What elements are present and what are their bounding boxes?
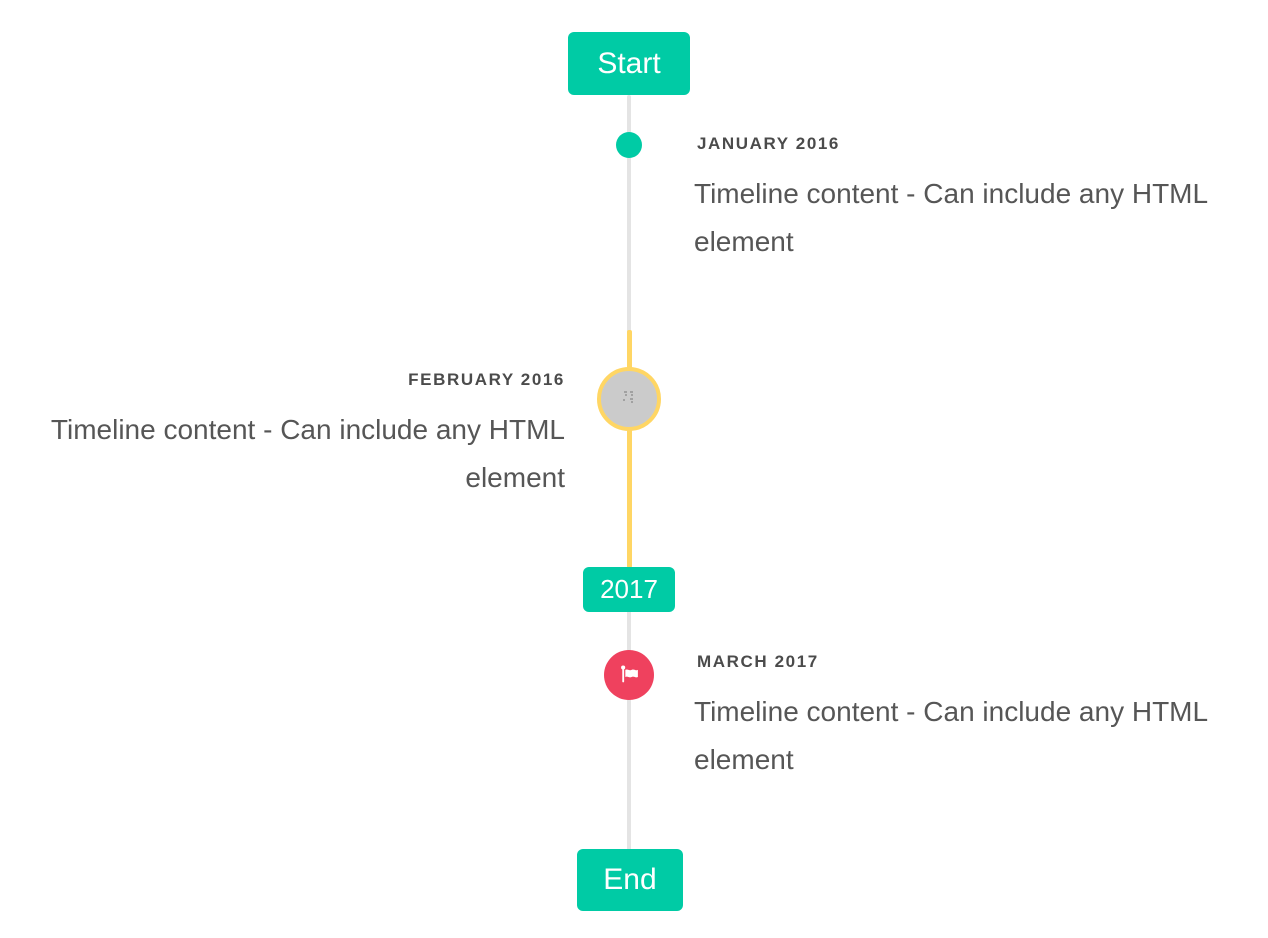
- timeline-entry-february-2016: FEBRUARY 2016 Timeline content - Can inc…: [25, 370, 565, 502]
- broken-image-icon: [621, 390, 637, 409]
- entry-content: Timeline content - Can include any HTML …: [694, 696, 1208, 775]
- entry-date-label: JANUARY 2016: [697, 134, 840, 153]
- entry-date-label: MARCH 2017: [697, 652, 819, 671]
- entry-date-label: FEBRUARY 2016: [408, 370, 565, 389]
- timeline-dot-marker: [616, 132, 642, 158]
- start-badge[interactable]: Start: [568, 32, 690, 95]
- timeline-entry-january-2016: JANUARY 2016 Timeline content - Can incl…: [694, 134, 1234, 266]
- broken-image-marker: [597, 367, 661, 431]
- entry-content: Timeline content - Can include any HTML …: [694, 178, 1208, 257]
- entry-content: Timeline content - Can include any HTML …: [50, 414, 565, 493]
- year-badge-2017[interactable]: 2017: [583, 567, 675, 612]
- timeline-entry-march-2017: MARCH 2017 Timeline content - Can includ…: [694, 652, 1234, 784]
- flag-icon: [616, 662, 642, 688]
- timeline-line-highlight-segment: [627, 330, 632, 568]
- end-badge[interactable]: End: [577, 849, 683, 911]
- flag-marker: [604, 650, 654, 700]
